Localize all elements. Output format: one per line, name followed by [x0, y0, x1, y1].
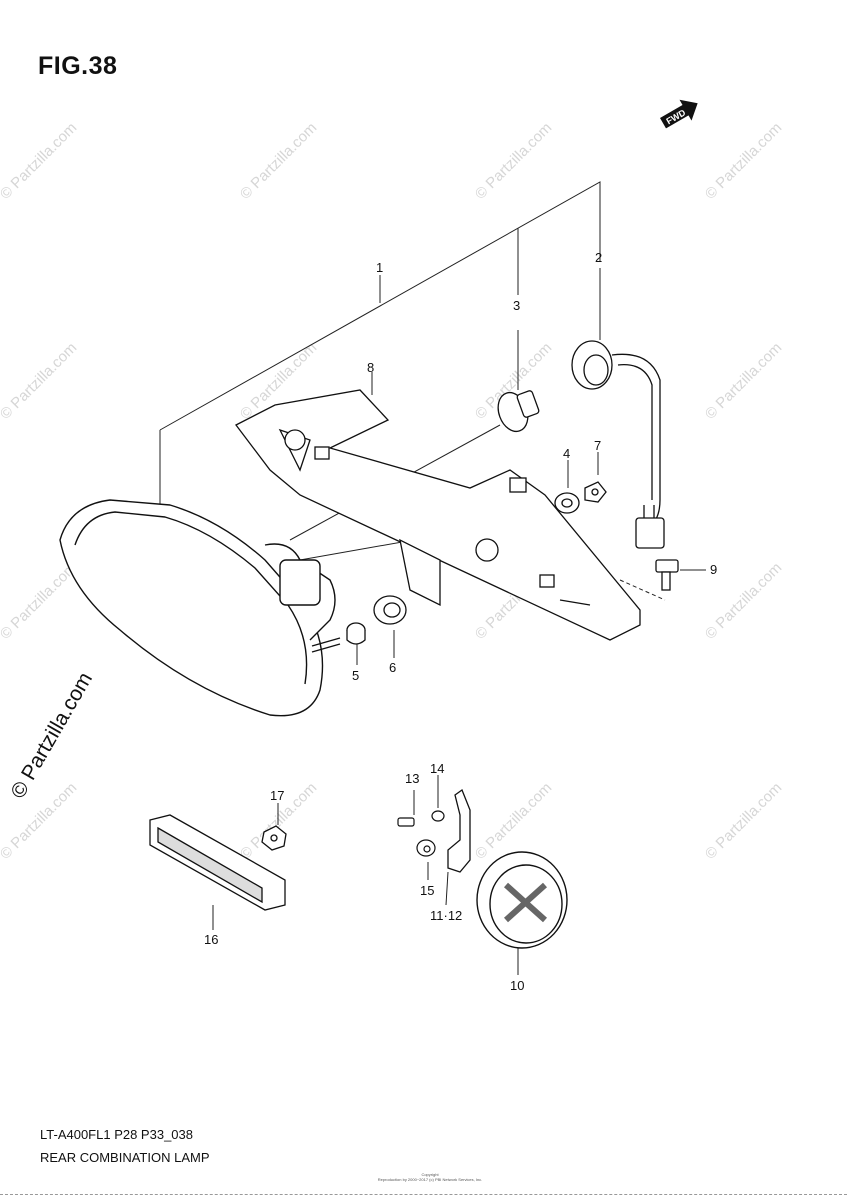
- part-label-16: 16: [204, 932, 218, 947]
- watermark-text: © Partzilla.com: [702, 779, 785, 862]
- part-label-17: 17: [270, 788, 284, 803]
- screw-13: [397, 817, 415, 827]
- mounting-bracket: [235, 389, 641, 641]
- fwd-arrow-icon: FWD: [660, 99, 698, 129]
- section-name: REAR COMBINATION LAMP: [40, 1150, 210, 1165]
- part-label-11-12: 11·12: [430, 908, 462, 923]
- watermark-text: © Partzilla.com: [472, 119, 555, 202]
- nut-15: [416, 839, 436, 857]
- part-label-2: 2: [595, 250, 602, 265]
- watermark-text: © Partzilla.com: [702, 339, 785, 422]
- part-label-3: 3: [513, 298, 520, 313]
- part-label-4: 4: [563, 446, 570, 461]
- watermark-big: © Partzilla.com: [6, 668, 97, 802]
- watermark-text: © Partzilla.com: [0, 119, 80, 202]
- copyright-line-2: Reproduction by 2000~2017 (c) PBI Networ…: [377, 1177, 483, 1182]
- watermark-text: © Partzilla.com: [237, 119, 320, 202]
- watermark-text: © Partzilla.com: [472, 779, 555, 862]
- lamp-housing: [59, 499, 341, 717]
- part-label-15: 15: [420, 883, 434, 898]
- reflector: [149, 814, 286, 911]
- nut-14: [431, 810, 445, 822]
- part-label-10: 10: [510, 978, 524, 993]
- nut-17: [261, 825, 287, 851]
- copyright-line-1: Copyright: [421, 1172, 439, 1177]
- part-label-9: 9: [710, 562, 717, 577]
- copyright-notice: Copyright Reproduction by 2000~2017 (c) …: [360, 1172, 500, 1182]
- watermark-text: © Partzilla.com: [0, 339, 80, 422]
- bolt-9: [655, 559, 679, 591]
- grommet-6: [373, 595, 407, 625]
- round-reflector: [476, 851, 568, 949]
- small-bracket: [447, 788, 471, 873]
- collar-5: [346, 622, 366, 645]
- figure-title: FIG.38: [38, 52, 118, 80]
- part-labels: 1 2 3 4 5 6 7 8 9 10 11·12 13 14 15 16 1…: [204, 250, 717, 993]
- model-code: LT-A400FL1 P28 P33_038: [40, 1127, 193, 1142]
- part-label-6: 6: [389, 660, 396, 675]
- part-label-14: 14: [430, 761, 444, 776]
- watermark-text: © Partzilla.com: [702, 119, 785, 202]
- part-label-8: 8: [367, 360, 374, 375]
- bulb: [497, 390, 540, 433]
- nut-7: [584, 481, 607, 503]
- page-border-bottom: [0, 1194, 847, 1195]
- watermark-text: © Partzilla.com: [0, 559, 80, 642]
- socket-harness: [571, 340, 665, 549]
- part-label-1: 1: [376, 260, 383, 275]
- washer-4: [554, 492, 580, 514]
- part-label-7: 7: [594, 438, 601, 453]
- part-label-5: 5: [352, 668, 359, 683]
- part-label-13: 13: [405, 771, 419, 786]
